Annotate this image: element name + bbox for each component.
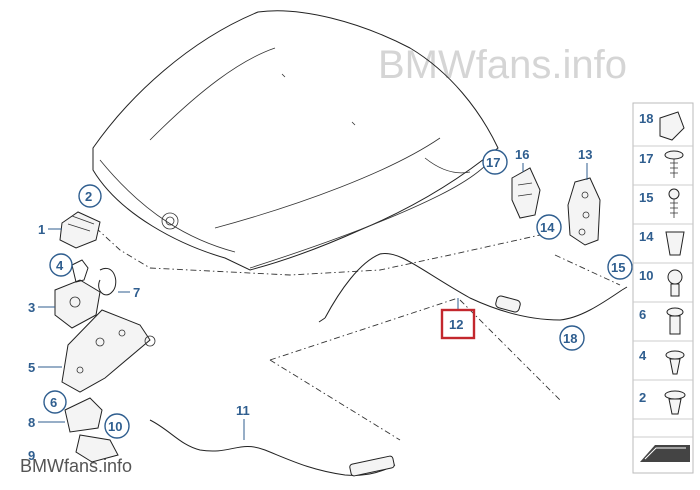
svg-text:17: 17 <box>639 151 653 166</box>
assembly-outline-lower <box>269 299 561 441</box>
svg-text:13: 13 <box>578 147 592 162</box>
svg-text:7: 7 <box>133 285 140 300</box>
callout-7[interactable]: 7 <box>118 285 140 300</box>
nut-clip-icon <box>665 231 685 256</box>
part-13-support <box>567 177 601 246</box>
callout-18[interactable]: 18 <box>559 325 585 351</box>
svg-text:14: 14 <box>540 220 555 235</box>
callout-3[interactable]: 3 <box>28 300 55 315</box>
legend-item-18[interactable]: 18 <box>639 111 685 141</box>
legend-item-2[interactable]: 2 <box>639 390 686 415</box>
svg-text:2: 2 <box>85 189 92 204</box>
callout-10[interactable]: 10 <box>104 413 130 439</box>
callout-11[interactable]: 11 <box>236 403 250 440</box>
assembly-outline-mid <box>269 297 459 361</box>
screw-icon <box>664 150 684 160</box>
callout-15[interactable]: 15 <box>607 254 633 280</box>
legend-item-4[interactable]: 4 <box>639 348 685 375</box>
bowden-cable-11 <box>149 419 396 477</box>
callout-8[interactable]: 8 <box>28 415 65 430</box>
legend-item-10[interactable]: 10 <box>639 268 683 297</box>
svg-text:3: 3 <box>28 300 35 315</box>
bush-icon <box>666 307 684 317</box>
svg-text:4: 4 <box>56 258 64 273</box>
svg-text:18: 18 <box>639 111 653 126</box>
svg-text:15: 15 <box>639 190 653 205</box>
callout-14[interactable]: 14 <box>536 214 562 240</box>
svg-text:6: 6 <box>639 307 646 322</box>
highlight-box <box>440 308 476 340</box>
svg-text:15: 15 <box>611 260 625 275</box>
callout-2[interactable]: 2 <box>78 184 102 208</box>
callout-9[interactable]: 9 <box>28 448 35 463</box>
assembly-outline-top <box>95 227 541 276</box>
svg-text:2: 2 <box>639 390 646 405</box>
part-16-buffer <box>511 167 541 219</box>
hood <box>92 10 499 271</box>
watermark-bottom: BMWfans.info <box>20 456 132 476</box>
callout-5[interactable]: 5 <box>28 360 62 375</box>
part-3-lock <box>54 279 101 329</box>
svg-text:1: 1 <box>38 222 45 237</box>
grommet-icon <box>667 269 683 285</box>
part-4-clip <box>71 259 89 283</box>
svg-text:8: 8 <box>28 415 35 430</box>
svg-text:17: 17 <box>486 155 500 170</box>
svg-text:18: 18 <box>563 331 577 346</box>
part-1-latch <box>59 211 101 249</box>
legend-item-15[interactable]: 15 <box>639 188 680 218</box>
legend-item-17[interactable]: 17 <box>639 150 684 178</box>
bowden-cable-12 <box>318 252 628 323</box>
svg-text:4: 4 <box>639 348 647 363</box>
legend-arrow <box>640 445 690 462</box>
legend-item-6[interactable]: 6 <box>639 307 684 335</box>
rivet-icon <box>665 350 685 360</box>
svg-text:6: 6 <box>50 395 57 410</box>
svg-text:9: 9 <box>28 448 35 463</box>
callout-17[interactable]: 17 <box>482 149 508 175</box>
callout-4[interactable]: 4 <box>49 253 73 277</box>
assembly-outline-right <box>554 254 621 286</box>
part-5-bracket <box>61 309 156 393</box>
expansion-rivet-icon <box>664 390 686 400</box>
svg-text:16: 16 <box>515 147 529 162</box>
svg-text:10: 10 <box>108 419 122 434</box>
arrow-icon <box>640 445 690 462</box>
part-8-hinge <box>64 397 119 463</box>
legend-item-14[interactable]: 14 <box>639 229 685 256</box>
callout-12[interactable]: 12 <box>440 298 476 340</box>
part-7-spring <box>98 267 117 296</box>
bolt-icon <box>668 188 680 200</box>
svg-text:14: 14 <box>639 229 654 244</box>
callout-6[interactable]: 6 <box>43 390 67 414</box>
watermark-top: BMWfans.info <box>378 43 627 87</box>
svg-text:5: 5 <box>28 360 35 375</box>
callout-16[interactable]: 16 <box>515 147 529 172</box>
svg-text:11: 11 <box>236 403 250 418</box>
fastener-legend: 18 17 15 14 10 6 4 <box>632 102 694 474</box>
clip-icon <box>659 111 685 141</box>
svg-text:10: 10 <box>639 268 653 283</box>
svg-text:12: 12 <box>449 317 463 332</box>
callout-1[interactable]: 1 <box>38 222 62 237</box>
callout-13[interactable]: 13 <box>578 147 592 180</box>
